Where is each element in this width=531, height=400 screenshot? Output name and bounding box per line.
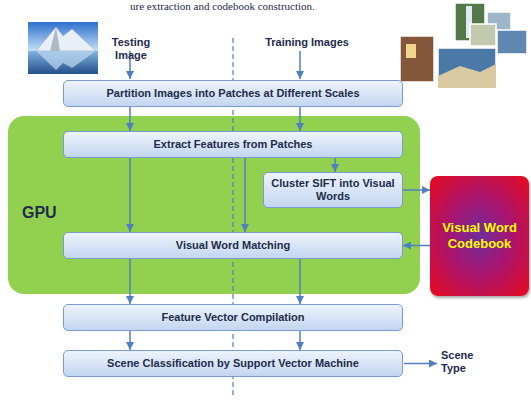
- photo-sea: [497, 30, 527, 54]
- process-box: Cluster SIFT into Visual Words: [263, 172, 403, 208]
- training-photos: [400, 3, 527, 88]
- input-label: Training Images: [262, 36, 352, 49]
- flow-arrow: [244, 158, 246, 232]
- box-label: Visual Word Matching: [176, 239, 291, 252]
- photo-room: [400, 36, 434, 82]
- photo-reflection: [36, 51, 96, 70]
- flow-arrow: [129, 107, 131, 131]
- input-label: Testing Image: [98, 36, 164, 62]
- flow-arrow: [403, 189, 430, 191]
- flow-arrow: [299, 107, 301, 131]
- input-arrow: [299, 51, 301, 79]
- flow-arrow: [129, 158, 131, 232]
- photo-coast: [438, 48, 496, 88]
- flow-arrow: [129, 259, 131, 304]
- box-label: Scene Classification by Support Vector M…: [107, 357, 359, 370]
- photo-room-lamp: [406, 44, 416, 58]
- box-label: Partition Images into Patches at Differe…: [106, 87, 359, 100]
- photo-field: [470, 24, 496, 46]
- flow-arrow: [129, 331, 131, 350]
- output-label: Scene Type: [441, 349, 487, 375]
- box-label: Extract Features from Patches: [154, 138, 313, 151]
- process-box: Partition Images into Patches at Differe…: [63, 80, 403, 107]
- process-box: Visual Word Matching: [63, 232, 403, 259]
- box-label: Visual Word Codebook: [436, 220, 523, 252]
- flow-arrow: [299, 331, 301, 350]
- box-label: Feature Vector Compilation: [161, 311, 304, 324]
- photo-sky: [28, 22, 98, 51]
- photo-mountain: [36, 27, 96, 51]
- testing-photo: [28, 22, 98, 74]
- divider-line: [232, 38, 233, 398]
- box-label: Cluster SIFT into Visual Words: [270, 177, 396, 203]
- gpu-region: GPU Extract Features from PatchesCluster …: [8, 116, 420, 294]
- process-box: Scene Classification by Support Vector M…: [63, 350, 403, 377]
- caption-fragment: ure extraction and codebook construction…: [130, 0, 390, 13]
- process-box: Extract Features from Patches: [63, 131, 403, 158]
- flow-arrow: [403, 245, 430, 247]
- region-label: GPU: [22, 204, 57, 222]
- photo-mountain-shade: [50, 27, 60, 51]
- flow-arrow: [299, 259, 301, 304]
- photo-lake: [28, 51, 98, 74]
- output-arrow: [404, 363, 437, 365]
- process-box: Feature Vector Compilation: [63, 304, 403, 331]
- photo-coast-sand: [438, 64, 496, 88]
- codebook-box: Visual Word Codebook: [430, 176, 529, 296]
- flow-arrow: [334, 158, 336, 172]
